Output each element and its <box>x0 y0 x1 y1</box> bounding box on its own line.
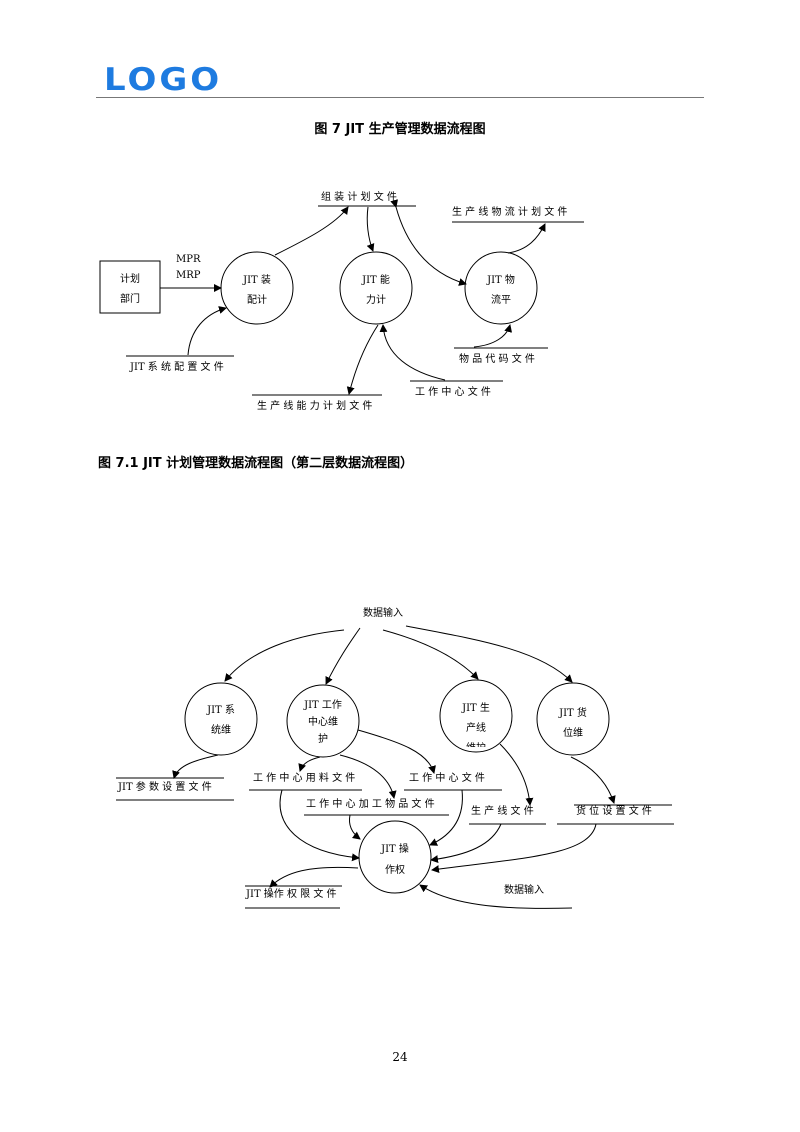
header-rule <box>96 97 704 98</box>
entity-planning-dept-label: 部门 <box>120 292 140 305</box>
flow-arrow <box>298 756 321 772</box>
store-wc-processed: 工 作 中 心 加 工 物 品 文 件 <box>306 797 435 810</box>
flow-label-mrp: MRP <box>176 270 201 281</box>
flow-arrow <box>419 884 573 909</box>
flow-arrow <box>429 789 463 846</box>
page-number: 24 <box>392 1050 408 1064</box>
process-label: JIT 装 <box>242 273 271 286</box>
flow-arrow <box>346 324 379 395</box>
entity-planning-dept <box>99 260 161 314</box>
store-logistics-plan: 生 产 线 物 流 计 划 文 件 <box>452 205 567 218</box>
flow-arrow <box>172 754 219 779</box>
figure-7-diagram: 计划 部门 MPR MRP JIT 装 配计 JIT 能 力计 JIT 物 流平… <box>99 190 584 412</box>
figure-7-title: 图 7 JIT 生产管理数据流程图 <box>314 122 486 137</box>
process-jit-work-center-maint <box>286 684 360 758</box>
entity-planning-dept-label: 计划 <box>120 272 140 285</box>
store-wc-material: 工 作 中 心 用 料 文 件 <box>253 771 355 784</box>
process-label: 位维 <box>563 726 583 739</box>
process-label: 维护 <box>466 741 486 754</box>
store-wc: 工 作 中 心 文 件 <box>409 771 485 784</box>
process-label: JIT 货 <box>558 706 587 719</box>
process-label: JIT 系 <box>206 704 235 716</box>
process-label: JIT 物 <box>486 273 515 286</box>
process-label: JIT 生 <box>461 701 490 714</box>
process-label: JIT 能 <box>361 273 390 286</box>
process-label: 流平 <box>491 293 511 306</box>
process-jit-capacity <box>339 251 413 325</box>
flow-label-mpr: MPR <box>176 254 201 265</box>
process-label: 力计 <box>366 293 386 306</box>
process-label: 统维 <box>211 723 231 736</box>
process-jit-assembly <box>220 251 294 325</box>
flow-arrow <box>279 789 360 862</box>
flow-arrow <box>570 756 616 804</box>
process-label: JIT 操 <box>380 842 409 855</box>
process-label: 作权 <box>385 863 405 876</box>
process-jit-system-maint <box>184 682 258 756</box>
flow-arrow <box>357 729 436 774</box>
figure-7-1-title: 图 7.1 JIT 计划管理数据流程图（第二层数据流程图） <box>98 456 414 471</box>
process-label: 中心维 <box>308 715 338 728</box>
process-label: 护 <box>318 732 328 745</box>
flow-arrow <box>269 866 359 888</box>
figure-7-1-diagram: 数据输入 JIT 系 统维 JIT 工作 中心维 护 JIT 生 产线 维护 J… <box>116 606 674 909</box>
flow-arrow <box>274 206 349 256</box>
store-line-file: 生 产 线 文 件 <box>471 804 534 817</box>
flow-arrow <box>430 823 502 864</box>
flow-arrow <box>390 199 467 286</box>
flow-arrow <box>187 306 227 356</box>
flow-arrow <box>382 629 479 680</box>
store-assembly-plan: 组 装 计 划 文 件 <box>321 190 397 203</box>
store-work-center: 工 作 中 心 文 件 <box>415 385 491 398</box>
flow-arrow <box>379 324 446 381</box>
store-item-code: 物 品 代 码 文 件 <box>459 352 535 365</box>
process-jit-location-maint <box>536 682 610 756</box>
store-location: 货 位 设 置 文 件 <box>576 804 652 817</box>
process-label: JIT 工作 <box>303 699 342 711</box>
process-jit-logistics <box>464 251 538 325</box>
process-label: 产线 <box>466 721 486 734</box>
flow-arrow <box>473 324 513 348</box>
process-jit-permission <box>358 820 432 894</box>
process-label: 配计 <box>247 293 267 306</box>
input-source-bottom: 数据输入 <box>504 883 544 896</box>
flow-arrow <box>499 743 534 806</box>
store-system-config: JIT 系 统 配 置 文 件 <box>129 360 224 373</box>
store-permission: JIT 操作 权 限 文 件 <box>245 887 337 900</box>
flow-arrow <box>431 823 597 874</box>
store-params: JIT 参 数 设 置 文 件 <box>117 780 212 793</box>
flow-arrow <box>366 206 375 252</box>
store-line-capacity-plan: 生 产 线 能 力 计 划 文 件 <box>257 399 372 412</box>
flow-arrow <box>339 754 397 799</box>
input-source-top: 数据输入 <box>363 606 403 619</box>
flow-arrow <box>507 223 546 254</box>
process-jit-line-maint <box>439 679 513 753</box>
flow-arrow <box>224 629 345 682</box>
flow-arrow <box>325 627 361 685</box>
flow-arrow <box>405 625 573 683</box>
logo: LOGO <box>104 61 223 99</box>
flow-arrow <box>349 814 361 840</box>
